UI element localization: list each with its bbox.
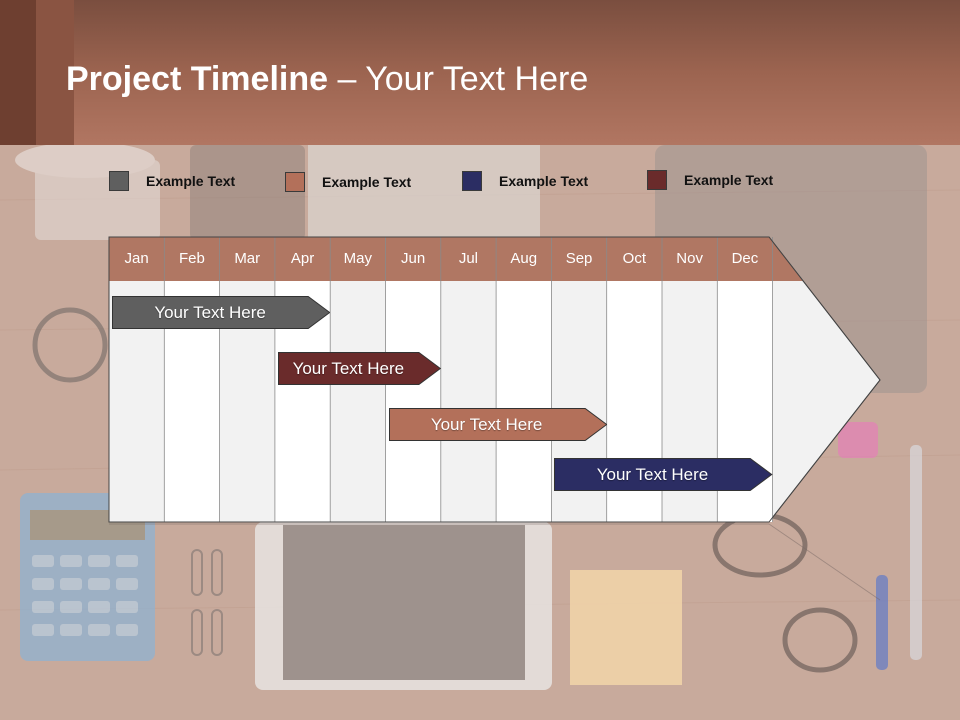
month-column-jun bbox=[385, 281, 441, 522]
legend-swatch-1 bbox=[109, 171, 129, 191]
legend-swatch-3 bbox=[462, 171, 482, 191]
legend-item-1: Example Text bbox=[109, 171, 235, 191]
month-dividers bbox=[163, 237, 773, 522]
month-label-mar: Mar bbox=[234, 250, 261, 267]
headphones-shape bbox=[32, 307, 108, 383]
task-bar-shape-2 bbox=[277, 352, 441, 385]
month-label-jul: Jul bbox=[458, 250, 479, 267]
task-bar-shape-3 bbox=[388, 408, 607, 441]
month-column-jul bbox=[440, 281, 497, 522]
month-label-may: May bbox=[343, 250, 372, 267]
task-bar-2: Your Text Here bbox=[277, 352, 441, 385]
month-label-jan: Jan bbox=[124, 250, 149, 267]
legend-label-4: Example Text bbox=[684, 172, 774, 188]
month-label-sep: Sep bbox=[565, 250, 593, 267]
task-bar-arrow-2 bbox=[277, 352, 441, 385]
month-label-oct: Oct bbox=[622, 250, 646, 267]
task-bar-shape-4 bbox=[554, 458, 773, 491]
sticky-note-shape bbox=[570, 570, 682, 685]
task-bar-3: Your Text Here bbox=[388, 408, 607, 441]
phone-shape bbox=[190, 145, 305, 240]
task-bar-4: Your Text Here bbox=[554, 458, 773, 491]
legend-label-1: Example Text bbox=[146, 173, 236, 189]
task-bar-arrow-4 bbox=[554, 458, 773, 491]
legend-label-2: Example Text bbox=[322, 174, 412, 190]
page-title-bold: Project Timeline bbox=[66, 60, 329, 98]
month-column-may bbox=[330, 281, 386, 522]
task-bar-shape-1 bbox=[112, 296, 331, 329]
month-columns bbox=[109, 281, 773, 522]
header-accent-stripe bbox=[0, 0, 74, 145]
page-title: Project Timeline – Your Text Here bbox=[66, 60, 588, 104]
tablet-bottom-shape bbox=[255, 522, 552, 690]
page-title-rest: – Your Text Here bbox=[328, 60, 589, 98]
legend-item-3: Example Text bbox=[462, 171, 588, 191]
header-band bbox=[0, 0, 960, 145]
month-label-dec: Dec bbox=[731, 250, 759, 267]
task-bar-label-4: Your Text Here bbox=[596, 464, 709, 484]
task-bar-arrow-1 bbox=[112, 296, 331, 329]
month-label-jun: Jun bbox=[401, 250, 426, 267]
legend-item-2: Example Text bbox=[285, 172, 411, 192]
legend-label-3: Example Text bbox=[499, 173, 589, 189]
month-label-feb: Feb bbox=[179, 250, 205, 267]
task-bar-arrow-3 bbox=[388, 408, 607, 441]
month-header-row bbox=[109, 237, 803, 281]
paper-clips-shape bbox=[191, 549, 223, 656]
month-label-nov: Nov bbox=[676, 250, 703, 267]
legend-item-4: Example Text bbox=[647, 170, 773, 190]
task-bar-label-2: Your Text Here bbox=[292, 358, 405, 378]
month-label-apr: Apr bbox=[290, 250, 315, 267]
legend-swatch-2 bbox=[285, 172, 305, 192]
task-bar-1: Your Text Here bbox=[112, 296, 331, 329]
month-column-aug bbox=[496, 281, 552, 522]
task-bar-label-1: Your Text Here bbox=[154, 302, 266, 322]
arrow-reflection-line bbox=[768, 523, 881, 601]
pens-shape bbox=[838, 422, 922, 670]
month-label-aug: Aug bbox=[510, 250, 538, 267]
task-bar-label-3: Your Text Here bbox=[430, 414, 543, 434]
timeline-arrow-outline bbox=[108, 236, 881, 523]
legend-swatch-4 bbox=[647, 170, 667, 190]
notebook-shape bbox=[308, 145, 540, 240]
